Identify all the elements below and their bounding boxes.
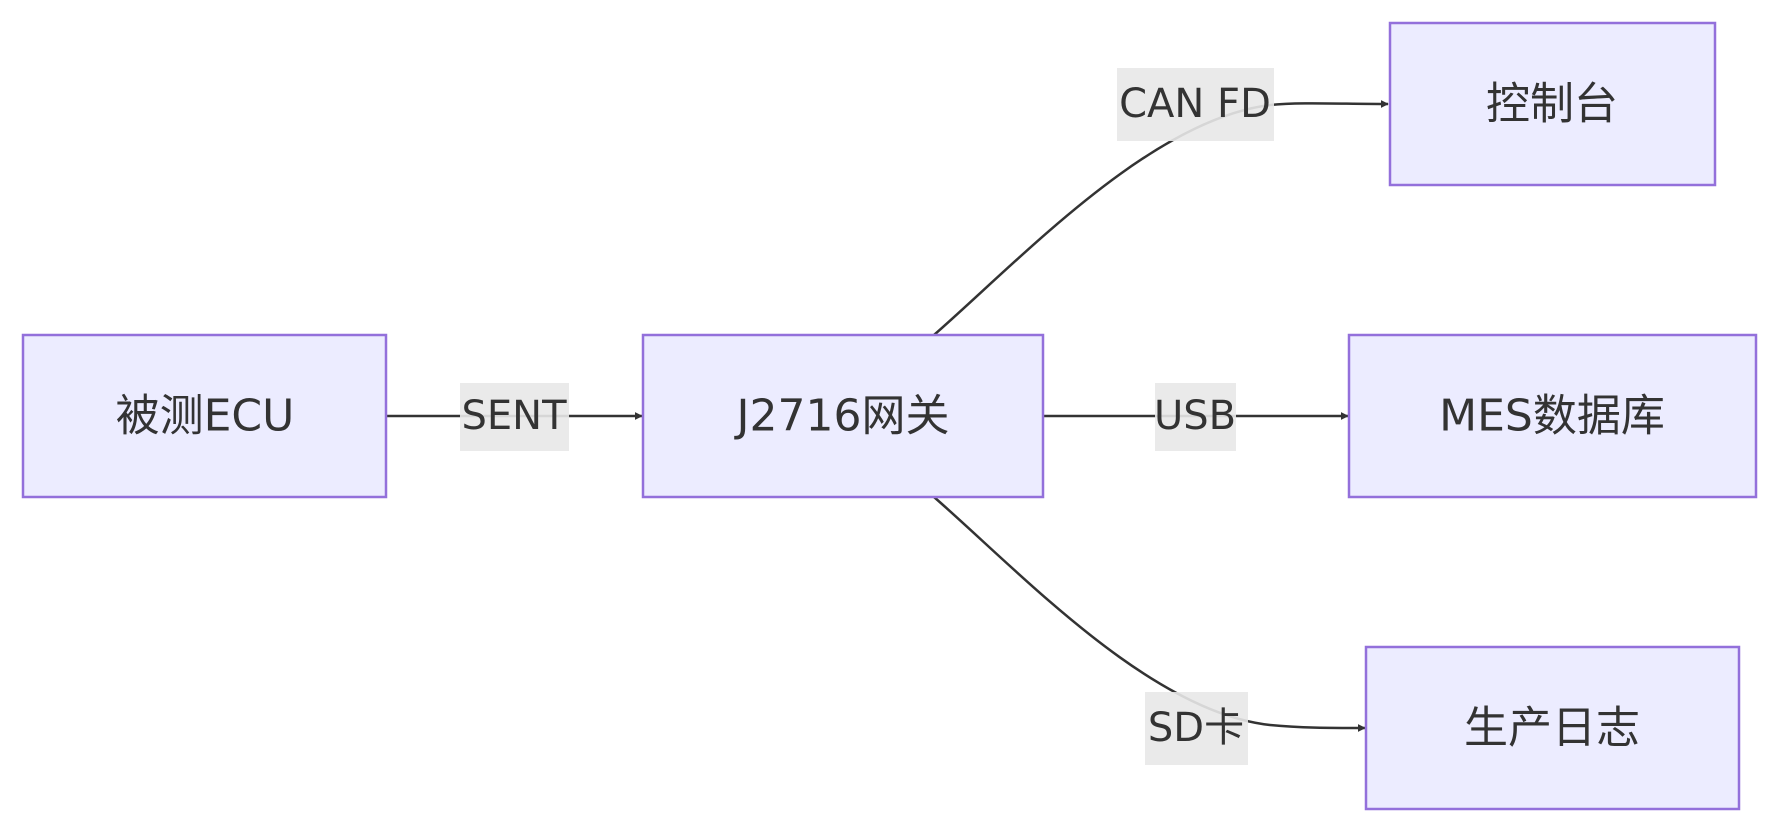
edge-label-sent: SENT bbox=[460, 383, 569, 451]
svg-text:USB: USB bbox=[1154, 393, 1236, 439]
svg-text:控制台: 控制台 bbox=[1486, 79, 1618, 130]
svg-text:SD卡: SD卡 bbox=[1148, 705, 1244, 751]
edge-label-sd: SD卡 bbox=[1145, 692, 1248, 765]
node-console[interactable]: 控制台 bbox=[1388, 21, 1717, 187]
svg-text:CAN FD: CAN FD bbox=[1119, 81, 1271, 127]
svg-text:被测ECU: 被测ECU bbox=[116, 391, 295, 442]
svg-text:生产日志: 生产日志 bbox=[1464, 703, 1640, 754]
node-mes[interactable]: MES数据库 bbox=[1347, 333, 1758, 499]
svg-text:MES数据库: MES数据库 bbox=[1439, 391, 1665, 442]
svg-text:J2716网关: J2716网关 bbox=[734, 391, 950, 442]
node-log[interactable]: 生产日志 bbox=[1364, 645, 1741, 811]
svg-text:SENT: SENT bbox=[461, 393, 567, 439]
edge-label-usb: USB bbox=[1154, 383, 1236, 451]
node-ecu[interactable]: 被测ECU bbox=[21, 333, 388, 499]
edge-label-canfd: CAN FD bbox=[1117, 68, 1274, 141]
node-gateway[interactable]: J2716网关 bbox=[641, 333, 1045, 499]
